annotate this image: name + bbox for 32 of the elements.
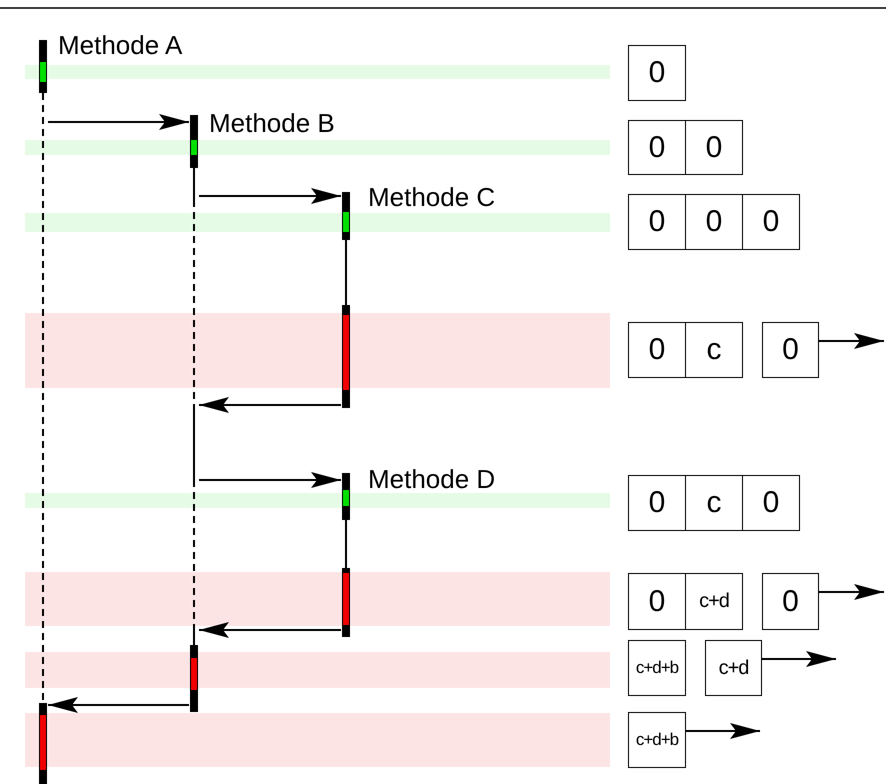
method-label: Methode B	[209, 108, 335, 138]
arrow	[48, 114, 189, 130]
stack-cell: 0	[685, 194, 743, 250]
stack-cell: c+d	[705, 640, 762, 696]
method-label: Methode D	[368, 464, 496, 494]
stack-cell: c	[685, 322, 743, 378]
stack-cell: 0	[628, 120, 686, 175]
stack-cell: 0	[628, 573, 686, 630]
stack-cell: 0	[628, 45, 686, 101]
stack-cell: c+d	[685, 573, 743, 630]
stack-cell: 0	[628, 194, 686, 250]
arrow	[48, 697, 189, 713]
stack-cell: 0	[685, 120, 743, 175]
arrow	[686, 723, 760, 739]
method-label: Methode C	[368, 182, 496, 212]
stack-cell: c	[685, 475, 743, 531]
arrow	[199, 622, 341, 638]
stack-cell: 0	[742, 194, 800, 250]
stack-cell: c+d+b	[628, 712, 686, 768]
arrow	[199, 397, 341, 413]
method-label: Methode A	[58, 30, 182, 60]
stack-cell: 0	[628, 475, 686, 531]
stack-cell: c+d+b	[628, 640, 686, 696]
arrow	[819, 584, 884, 600]
stack-cell: 0	[762, 322, 819, 378]
arrow	[819, 333, 884, 349]
stack-cell: 0	[628, 322, 686, 378]
stack-cell: 0	[742, 475, 800, 531]
arrow	[762, 651, 836, 667]
stack-cell: 0	[762, 573, 819, 630]
arrow	[199, 188, 341, 204]
arrow	[199, 472, 341, 488]
